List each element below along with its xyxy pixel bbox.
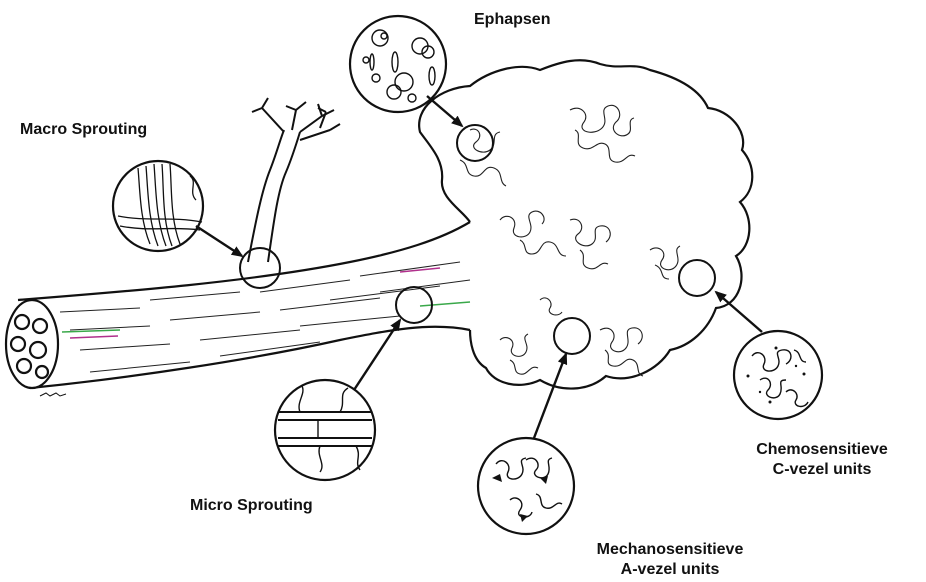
macro-focus-circle <box>240 248 280 288</box>
label-mechano-line1: Mechanosensitieve <box>570 540 770 560</box>
label-mechano-line2: A-vezel units <box>570 560 770 580</box>
mechano-arrow <box>534 354 566 438</box>
focus-circles <box>240 125 715 354</box>
signature-scribble <box>40 393 66 396</box>
chemo-arrow <box>716 292 762 332</box>
label-ephapsen: Ephapsen <box>474 10 550 30</box>
micro-arrow <box>354 320 400 390</box>
nerve-trunk <box>6 222 470 388</box>
macro-arrow <box>196 226 242 256</box>
inset-mechano <box>478 438 574 534</box>
inset-micro <box>275 380 375 480</box>
label-micro-sprouting: Micro Sprouting <box>190 496 313 516</box>
inset-chemo <box>734 331 822 419</box>
chemo-focus-circle <box>679 260 715 296</box>
neuroma-outline <box>419 60 752 388</box>
inset-ephapsen <box>350 16 446 112</box>
label-mechanosensitive: Mechanosensitieve A-vezel units <box>570 540 770 580</box>
inset-macro <box>113 161 203 251</box>
ephapsen-arrow <box>427 96 462 126</box>
label-macro-sprouting: Macro Sprouting <box>20 120 147 140</box>
label-chemo-line1: Chemosensitieve <box>722 440 922 460</box>
label-chemo-line2: C-vezel units <box>722 460 922 480</box>
mechano-focus-circle <box>554 318 590 354</box>
macro-sprout <box>248 98 340 262</box>
label-chemosensitive: Chemosensitieve C-vezel units <box>722 440 922 480</box>
